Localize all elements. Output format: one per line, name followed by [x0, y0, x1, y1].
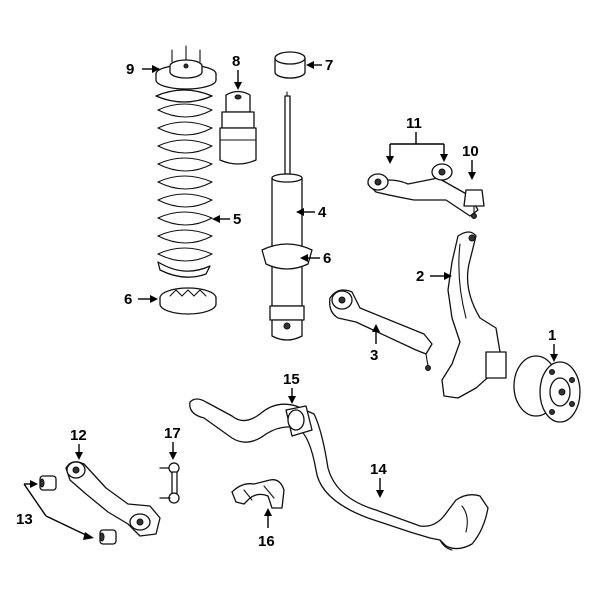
- part-1-wheel-hub: [513, 355, 581, 423]
- callout-4: 4: [318, 204, 327, 221]
- part-12-lower-control-arm: [65, 461, 161, 537]
- part-16-bushing-bracket: [231, 479, 285, 509]
- callout-1: 1: [548, 327, 556, 344]
- callout-10: 10: [462, 143, 479, 160]
- part-11-upper-control-arm: [367, 163, 479, 217]
- callout-15: 15: [283, 371, 300, 388]
- leader-lines: [23, 61, 558, 540]
- callout-13: 13: [16, 511, 33, 528]
- part-13-lower-arm-bushings: [39, 475, 117, 545]
- callout-8: 8: [232, 53, 240, 70]
- part-9-upper-spring-mount: [155, 45, 217, 90]
- part-4-strut: [261, 91, 313, 341]
- callout-6-left: 6: [124, 291, 132, 308]
- part-8-bump-stop: [219, 90, 257, 165]
- part-10-ball-joint: [463, 189, 485, 219]
- callout-5: 5: [233, 211, 241, 228]
- callout-9: 9: [126, 61, 134, 78]
- callout-14: 14: [370, 461, 387, 478]
- part-17-stabilizer-link: [159, 462, 180, 504]
- callout-7: 7: [325, 57, 333, 74]
- part-3-tension-strut: [329, 289, 433, 371]
- part-7-upper-isolator: [274, 51, 306, 79]
- part-2-steering-knuckle: [441, 231, 507, 399]
- callout-labels: 1 2 3 4 5 6 6 7 8 9 10 11 12 13 14 15 16…: [16, 53, 556, 550]
- callout-17: 17: [164, 425, 181, 442]
- callout-16: 16: [258, 533, 275, 550]
- callout-12: 12: [70, 427, 87, 444]
- callout-3: 3: [370, 347, 378, 364]
- callout-11: 11: [406, 115, 422, 132]
- callout-2: 2: [416, 268, 424, 285]
- callout-6-right: 6: [323, 250, 331, 267]
- part-15-stabilizer-bushing: [285, 405, 313, 437]
- part-6-lower-spring-isolator: [159, 287, 217, 315]
- part-14-stabilizer-bar: [189, 398, 489, 551]
- part-5-coil-spring: [155, 89, 213, 278]
